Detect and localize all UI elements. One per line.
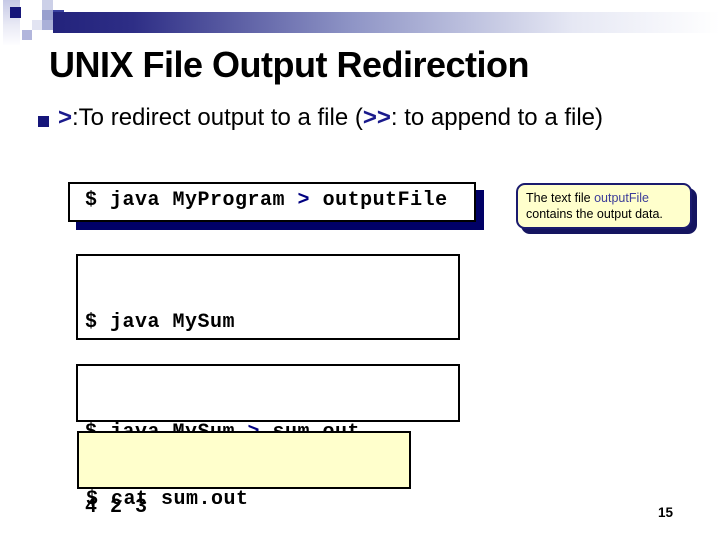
code-box-redirect-command: $ java MyProgram > outputFile [68,182,476,222]
deco-square-icon [22,30,32,40]
bullet-text-mid: :To redirect output to a file ( [72,104,363,131]
callout-note: The text file outputFile contains the ou… [516,183,692,229]
code-line: $ java MySum [85,311,236,334]
deco-square-icon [10,7,21,18]
deco-square-icon [42,0,53,10]
code-box-cat-output: $ cat sum.out Enter 3 integers: Sum = 9 [77,431,411,511]
bullet-text: >:To redirect output to a file (>>: to a… [58,101,662,134]
bullet-text-end: : to append to a file) [390,104,604,131]
code-text: $ java MyProgram [85,189,298,212]
deco-square-icon [42,10,53,20]
redirect-operator: > [58,104,73,131]
code-box-interactive-run: $ java MySum Enter 3 integers: 4 2 3 Sum… [76,254,460,484]
deco-header-bar [53,12,720,33]
bullet-square-icon [38,116,49,127]
deco-square-icon [32,20,42,30]
callout-text: contains the output data. [526,207,663,221]
redirect-operator: > [297,189,311,212]
callout-filename: outputFile [594,191,649,205]
page-number: 15 [658,505,674,520]
page-title: UNIX File Output Redirection [49,44,530,85]
callout-text: The text file [526,191,595,205]
code-text: outputFile [310,189,448,212]
deco-square-icon [42,20,53,30]
code-box-redirected-run: $ java MySum > sum.out 4 2 3 [76,364,460,519]
code-line: $ cat sum.out [86,488,249,511]
code-line: 4 2 3 [85,496,148,519]
append-operator: >> [362,104,391,131]
